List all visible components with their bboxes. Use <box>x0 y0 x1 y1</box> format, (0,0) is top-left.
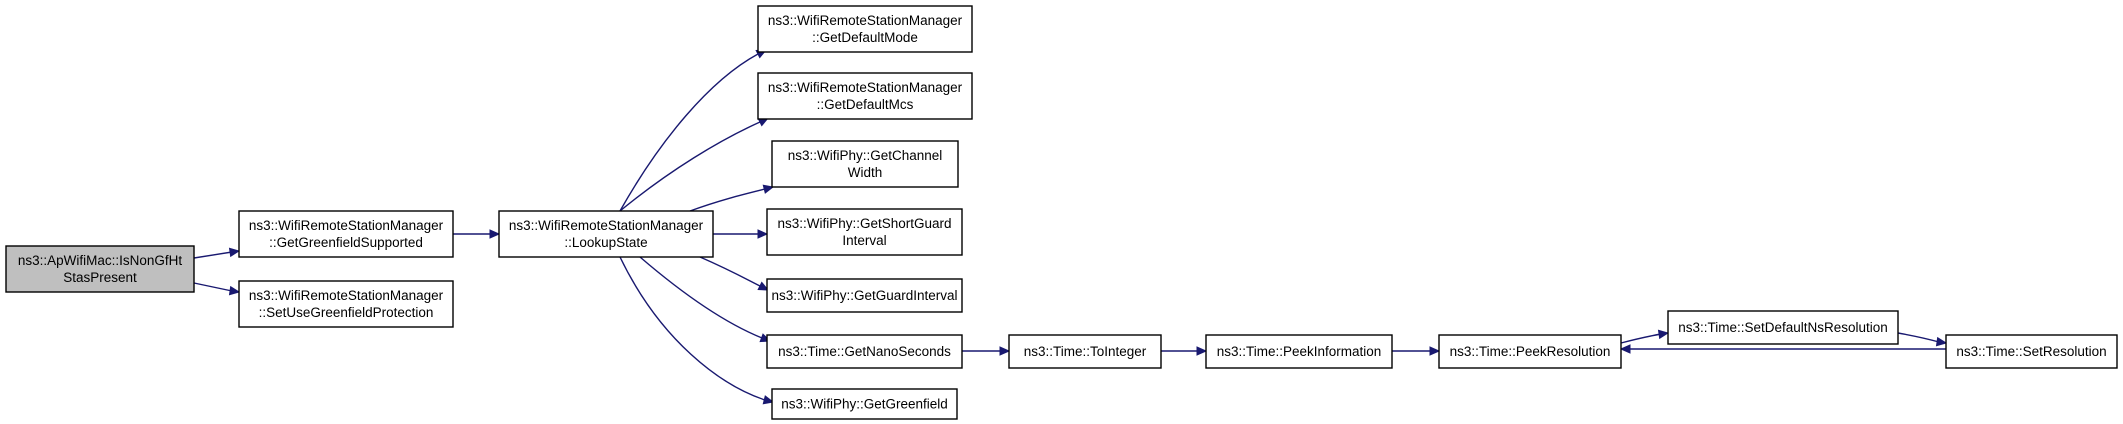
node-box[interactable] <box>766 278 963 313</box>
graph-node-n11[interactable]: ns3::Time::ToInteger <box>1008 334 1162 369</box>
node-box[interactable] <box>498 210 714 258</box>
graph-node-n13[interactable]: ns3::Time::PeekResolution <box>1438 334 1622 369</box>
edge-n3-to-n10 <box>619 256 775 405</box>
node-label: ns3::WifiRemoteStationManager <box>768 80 963 95</box>
edge-line <box>193 251 233 259</box>
edge-n3-to-n8 <box>699 256 770 291</box>
node-label: ns3::WifiRemoteStationManager <box>249 218 444 233</box>
node-box[interactable] <box>771 388 958 420</box>
edge-n14-to-n15 <box>1897 332 1948 347</box>
node-box[interactable] <box>766 208 963 256</box>
edge-n11-to-n12 <box>1161 346 1208 356</box>
graph-node-n4[interactable]: ns3::WifiRemoteStationManager::GetDefaul… <box>757 5 973 53</box>
edge-n9-to-n11 <box>962 346 1011 356</box>
node-box[interactable] <box>1008 334 1162 369</box>
edge-n12-to-n13 <box>1392 346 1441 356</box>
graph-node-n5[interactable]: ns3::WifiRemoteStationManager::GetDefaul… <box>757 72 973 120</box>
node-label: StasPresent <box>63 270 137 285</box>
node-label: ::GetGreenfieldSupported <box>269 235 423 250</box>
edge-line <box>619 53 759 212</box>
root-node-box[interactable] <box>5 245 195 293</box>
edge-n0-to-n1 <box>193 247 241 259</box>
edge-n3-to-n7 <box>713 229 769 239</box>
graph-node-n1[interactable]: ns3::WifiRemoteStationManager::GetGreenf… <box>238 210 454 258</box>
node-label: ns3::WifiRemoteStationManager <box>509 218 704 233</box>
node-box[interactable] <box>238 210 454 258</box>
node-label: Width <box>848 165 883 180</box>
node-box[interactable] <box>238 280 454 328</box>
edge-line <box>619 256 766 401</box>
edge-n1-to-n3 <box>453 229 501 239</box>
graph-node-n14[interactable]: ns3::Time::SetDefaultNsResolution <box>1667 310 1899 345</box>
node-label: ns3::Time::PeekResolution <box>1450 344 1611 359</box>
node-label: ns3::WifiRemoteStationManager <box>249 288 444 303</box>
arrowhead <box>762 184 775 194</box>
graph-node-n2[interactable]: ns3::WifiRemoteStationManager::SetUseGre… <box>238 280 454 328</box>
node-label: ns3::WifiPhy::GetChannel <box>788 148 943 163</box>
arrowhead <box>762 395 775 405</box>
edges-layer <box>193 49 1948 405</box>
edge-line <box>639 256 763 339</box>
edge-n13-to-n14 <box>1620 329 1670 344</box>
graph-node-n3[interactable]: ns3::WifiRemoteStationManager::LookupSta… <box>498 210 714 258</box>
node-label: ns3::WifiPhy::GetShortGuard <box>777 216 951 231</box>
node-label: Interval <box>842 233 886 248</box>
node-box[interactable] <box>1205 334 1393 369</box>
node-label: ::GetDefaultMode <box>812 30 918 45</box>
edge-line <box>193 282 233 292</box>
node-label: ns3::WifiRemoteStationManager <box>768 13 963 28</box>
edge-n3-to-n5 <box>619 117 770 212</box>
edge-line <box>689 188 766 212</box>
node-label: ::LookupState <box>564 235 647 250</box>
edge-line <box>1897 332 1940 343</box>
node-label: ns3::ApWifiMac::IsNonGfHt <box>18 253 183 268</box>
node-box[interactable] <box>766 334 963 369</box>
graph-node-n9[interactable]: ns3::Time::GetNanoSeconds <box>766 334 963 369</box>
edge-n0-to-n2 <box>193 282 241 296</box>
edge-line <box>1620 333 1662 344</box>
edge-n3-to-n6 <box>689 184 775 212</box>
node-label: ns3::Time::GetNanoSeconds <box>778 344 951 359</box>
node-box[interactable] <box>771 140 959 188</box>
edge-n15-to-n13 <box>1619 344 1946 354</box>
graph-node-n8[interactable]: ns3::WifiPhy::GetGuardInterval <box>766 278 963 313</box>
graph-node-n15[interactable]: ns3::Time::SetResolution <box>1945 334 2118 369</box>
node-label: ns3::Time::SetDefaultNsResolution <box>1678 320 1888 335</box>
graph-node-n10[interactable]: ns3::WifiPhy::GetGreenfield <box>771 388 958 420</box>
node-label: ::GetDefaultMcs <box>817 97 914 112</box>
nodes-layer: ns3::ApWifiMac::IsNonGfHtStasPresentns3:… <box>5 5 2118 420</box>
edge-line <box>619 121 761 212</box>
node-label: ns3::WifiPhy::GetGuardInterval <box>771 288 957 303</box>
node-box[interactable] <box>1438 334 1622 369</box>
edge-line <box>699 256 761 287</box>
node-box[interactable] <box>757 72 973 120</box>
node-label: ns3::Time::ToInteger <box>1024 344 1147 359</box>
edge-n3-to-n4 <box>619 49 768 212</box>
node-box[interactable] <box>757 5 973 53</box>
node-box[interactable] <box>1945 334 2118 369</box>
node-label: ns3::Time::SetResolution <box>1956 344 2106 359</box>
node-label: ns3::WifiPhy::GetGreenfield <box>781 396 948 411</box>
node-box[interactable] <box>1667 310 1899 345</box>
node-label: ns3::Time::PeekInformation <box>1217 344 1382 359</box>
node-label: ::SetUseGreenfieldProtection <box>259 305 434 320</box>
graph-node-n12[interactable]: ns3::Time::PeekInformation <box>1205 334 1393 369</box>
edge-n3-to-n9 <box>639 256 772 343</box>
